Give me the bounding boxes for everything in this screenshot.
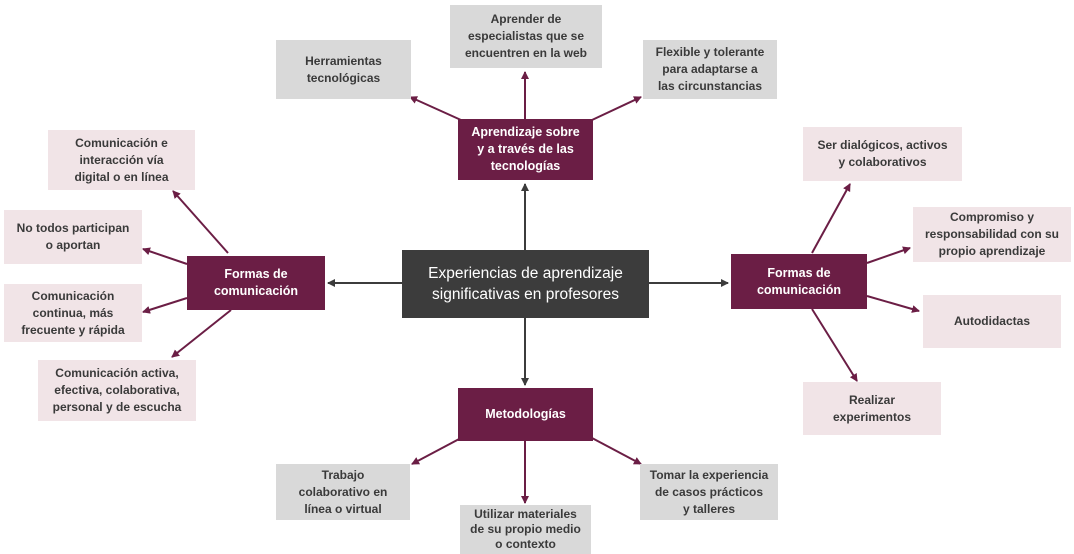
central-node: Experiencias de aprendizaje significativ… [402, 250, 649, 318]
leaf-comunicacion-digital: Comunicación e interacción vía digital o… [48, 130, 195, 190]
leaf-trabajo-colaborativo: Trabajo colaborativo en línea o virtual [276, 464, 410, 520]
leaf-realizar-experimentos: Realizar experimentos [803, 382, 941, 435]
leaf-herramientas-tecnologicas: Herramientas tecnológicas [276, 40, 411, 99]
leaf-aprender-especialistas: Aprender de especialistas que se encuent… [450, 5, 602, 68]
arrow-left-to-digital [172, 190, 229, 254]
hub-formas-comunicacion-left: Formas de comunicación [187, 256, 325, 310]
arrow-left-to-continua [142, 297, 188, 314]
hub-metodologias: Metodologías [458, 388, 593, 441]
leaf-comunicacion-activa: Comunicación activa, efectiva, colaborat… [38, 360, 196, 421]
arrow-right-to-autodidactas [866, 295, 920, 313]
leaf-autodidactas: Autodidactas [923, 295, 1061, 348]
leaf-utilizar-materiales: Utilizar materiales de su propio medio o… [460, 505, 591, 554]
leaf-dialogicos: Ser dialógicos, activos y colaborativos [803, 127, 962, 181]
arrow-right-to-compromiso [866, 246, 911, 264]
leaf-compromiso: Compromiso y responsabilidad con su prop… [913, 207, 1071, 262]
arrow-bottom-to-trabajo [411, 437, 462, 465]
leaf-flexible-tolerante: Flexible y tolerante para adaptarse a la… [643, 40, 777, 99]
arrow-bottom-to-casos [591, 437, 642, 465]
arrow-left-to-no-todos [142, 247, 188, 265]
leaf-no-todos-participan: No todos participan o aportan [4, 210, 142, 264]
hub-formas-comunicacion-right: Formas de comunicación [731, 254, 867, 309]
leaf-comunicacion-continua: Comunicación continua, más frecuente y r… [4, 284, 142, 342]
arrow-right-to-dialogicos [811, 183, 851, 254]
hub-aprendizaje-tecnologias: Aprendizaje sobre y a través de las tecn… [458, 119, 593, 180]
arrow-right-to-experimentos [811, 308, 858, 382]
arrow-top-to-herramientas [409, 96, 462, 121]
leaf-tomar-experiencia: Tomar la experiencia de casos prácticos … [640, 464, 778, 520]
arrow-top-to-flexible [591, 96, 642, 121]
arrow-left-to-activa [171, 309, 232, 358]
